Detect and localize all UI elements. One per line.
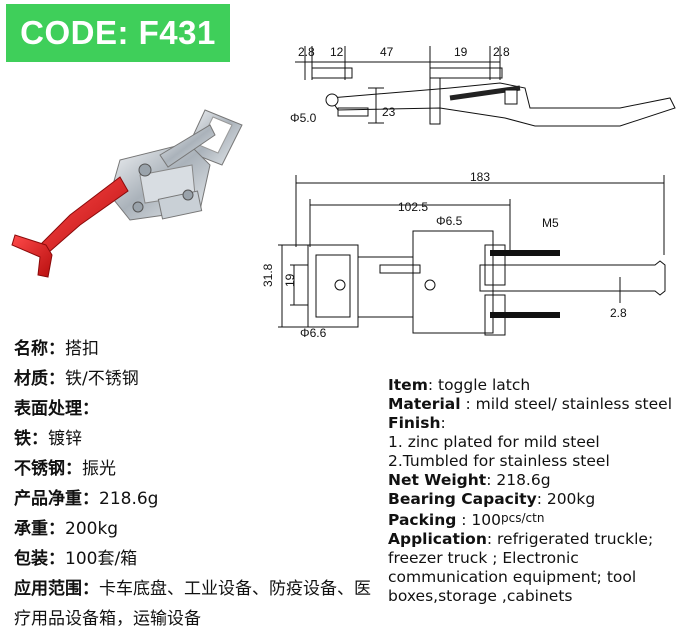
cn-stainless: 不锈钢：振光 [14, 459, 116, 479]
dim-top-5: 2.8 [493, 45, 510, 59]
cn-packing: 包装：100套/箱 [14, 549, 138, 569]
dim-hole: Φ5.0 [290, 111, 317, 125]
dim-right: 2.8 [610, 306, 627, 320]
cn-name: 名称：搭扣 [14, 339, 99, 359]
product-code-badge: CODE: F431 [6, 4, 230, 62]
dim-top-2: 12 [330, 45, 344, 59]
dim-top-3: 47 [380, 45, 394, 59]
latch-body-icon [109, 109, 243, 221]
dim-hole2: Φ6.5 [436, 214, 463, 228]
cn-material: 材质：铁/不锈钢 [14, 369, 139, 389]
side-view-drawing: 2.8 12 47 19 2.8 Φ5.0 23 [290, 45, 676, 127]
en-finish-1: 1. zinc plated for mild steel [388, 433, 600, 451]
dim-w2: 19 [283, 273, 297, 287]
en-material: Material : mild steel/ stainless steel [388, 395, 673, 413]
chinese-spec-list: 名称：搭扣 材质：铁/不锈钢 表面处理： 铁：镀锌 不锈钢：振光 产品净重：21… [14, 334, 384, 634]
en-application: Application: refrigerated truckle; freez… [388, 530, 654, 605]
en-finish: Finish: [388, 414, 446, 432]
dim-mid: 102.5 [398, 200, 428, 214]
cn-finish: 表面处理： [14, 399, 99, 419]
dim-w1: 31.8 [261, 263, 275, 287]
dim-screw: M5 [542, 216, 559, 230]
english-spec-list: Item: toggle latch Material : mild steel… [388, 376, 698, 606]
product-photo [11, 109, 243, 278]
en-bearing-capacity: Bearing Capacity: 200kg [388, 490, 596, 508]
dim-top-4: 19 [454, 45, 468, 59]
en-net-weight: Net Weight: 218.6g [388, 471, 551, 489]
top-view-drawing: 183 102.5 Φ6.5 M5 31.8 19 2.8 Φ6.6 [261, 170, 666, 340]
dim-height: 23 [382, 105, 396, 119]
en-packing: Packing : 100pcs/ctn [388, 511, 545, 529]
cn-weight: 产品净重：218.6g [14, 489, 159, 509]
en-item: Item: toggle latch [388, 376, 531, 394]
dim-hole3: Φ6.6 [300, 326, 327, 340]
cn-application: 应用范围：卡车底盘、工业设备、防疫设备、医疗用品设备箱，运输设备 [14, 579, 371, 629]
cn-iron: 铁：镀锌 [14, 429, 82, 449]
dim-overall: 183 [470, 170, 490, 184]
cn-load: 承重：200kg [14, 519, 119, 539]
en-finish-2: 2.Tumbled for stainless steel [388, 452, 610, 470]
dim-top-1: 2.8 [298, 45, 315, 59]
red-handle-icon [11, 176, 129, 278]
